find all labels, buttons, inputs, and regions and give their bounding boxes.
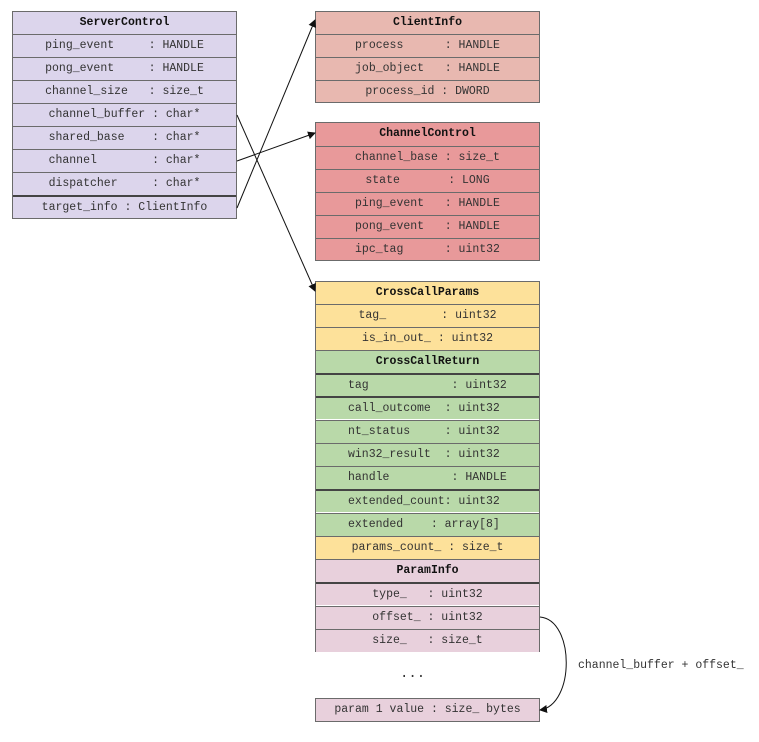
- params-count-field: params_count_ : size_t: [316, 536, 539, 559]
- offset-label: channel_buffer + offset_: [578, 659, 744, 672]
- param-info-field: type_ : uint32: [316, 582, 539, 605]
- server-control-field: ping_event : HANDLE: [13, 34, 236, 57]
- channel-control-field: ping_event : HANDLE: [316, 192, 539, 215]
- server-control-title: ServerControl: [79, 16, 170, 29]
- channel-control-title: ChannelControl: [379, 127, 476, 140]
- server-control-field: dispatcher : char*: [13, 172, 236, 195]
- server-control-field: shared_base : char*: [13, 126, 236, 149]
- client-info-field: process : HANDLE: [316, 34, 539, 57]
- cross-call-return-field: win32_result : uint32: [316, 443, 539, 466]
- cross-call-params-title: CrossCallParams: [316, 282, 539, 305]
- param-info-field: offset_ : uint32: [316, 606, 539, 629]
- channel-control-field: channel_base : size_t: [316, 146, 539, 169]
- server-control-field: target_info : ClientInfo: [13, 195, 236, 219]
- param-info-title: ParamInfo: [316, 559, 539, 582]
- channel-control-struct: ChannelControl channel_base : size_t sta…: [315, 122, 540, 261]
- server-control-field: channel_buffer : char*: [13, 103, 236, 126]
- param-value-struct: param 1 value : size_ bytes: [315, 698, 540, 722]
- target-info-arrow: [236, 19, 317, 209]
- offset-arrow: [539, 616, 567, 713]
- cross-call-return-field: nt_status : uint32: [316, 420, 539, 443]
- client-info-struct: ClientInfo process : HANDLE job_object :…: [315, 11, 540, 103]
- cross-call-params-field: tag_ : uint32: [316, 304, 539, 327]
- client-info-field: job_object : HANDLE: [316, 57, 539, 80]
- param-value-field: param 1 value : size_ bytes: [334, 703, 521, 716]
- server-control-field: channel_size : size_t: [13, 80, 236, 103]
- cross-call-return-field: extended_count: uint32: [316, 489, 539, 512]
- client-info-title: ClientInfo: [392, 16, 462, 29]
- server-control-field: pong_event : HANDLE: [13, 57, 236, 80]
- cross-call-return-field: handle : HANDLE: [316, 466, 539, 489]
- cross-call-params-field: is_in_out_ : uint32: [316, 327, 539, 350]
- server-control-field: channel : char*: [13, 149, 236, 172]
- param-info-field: size_ : size_t: [316, 629, 539, 652]
- channel-control-field: pong_event : HANDLE: [316, 215, 539, 238]
- cross-call-return-field: tag : uint32: [316, 373, 539, 396]
- channel-control-field: ipc_tag : uint32: [316, 238, 539, 261]
- client-info-field: process_id : DWORD: [316, 80, 539, 103]
- channel-arrow: [236, 131, 316, 162]
- cross-call-return-field: call_outcome : uint32: [316, 396, 539, 419]
- channel-buffer-arrow: [236, 114, 316, 292]
- cross-call-return-title: CrossCallReturn: [316, 350, 539, 373]
- server-control-struct: ServerControl ping_event : HANDLE pong_e…: [12, 11, 237, 219]
- channel-control-field: state : LONG: [316, 169, 539, 192]
- cross-call-params-struct: CrossCallParams tag_ : uint32 is_in_out_…: [315, 281, 540, 652]
- cross-call-return-field: extended : array[8]: [316, 513, 539, 536]
- ellipsis-label: ...: [400, 666, 426, 682]
